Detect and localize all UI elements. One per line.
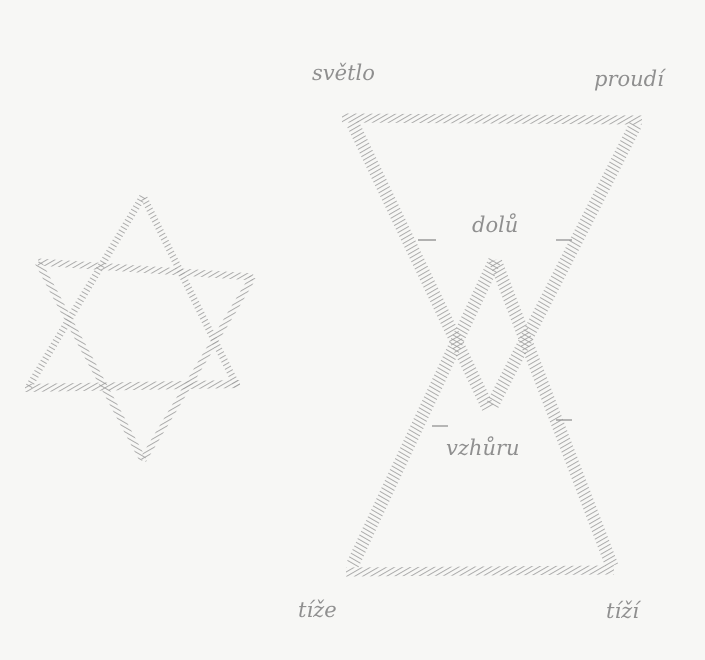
- large-upward-triangle: [346, 260, 614, 572]
- hourglass-diagram: [342, 118, 642, 572]
- label-top-right: proudí: [594, 67, 666, 91]
- label-bottom-left: tíže: [298, 598, 337, 622]
- label-bottom-right: tíží: [606, 599, 641, 623]
- star-of-david: [25, 196, 253, 460]
- label-inner-top: dolů: [472, 213, 518, 237]
- label-inner-bottom: vzhůru: [446, 436, 520, 460]
- label-top-left: světlo: [312, 61, 375, 85]
